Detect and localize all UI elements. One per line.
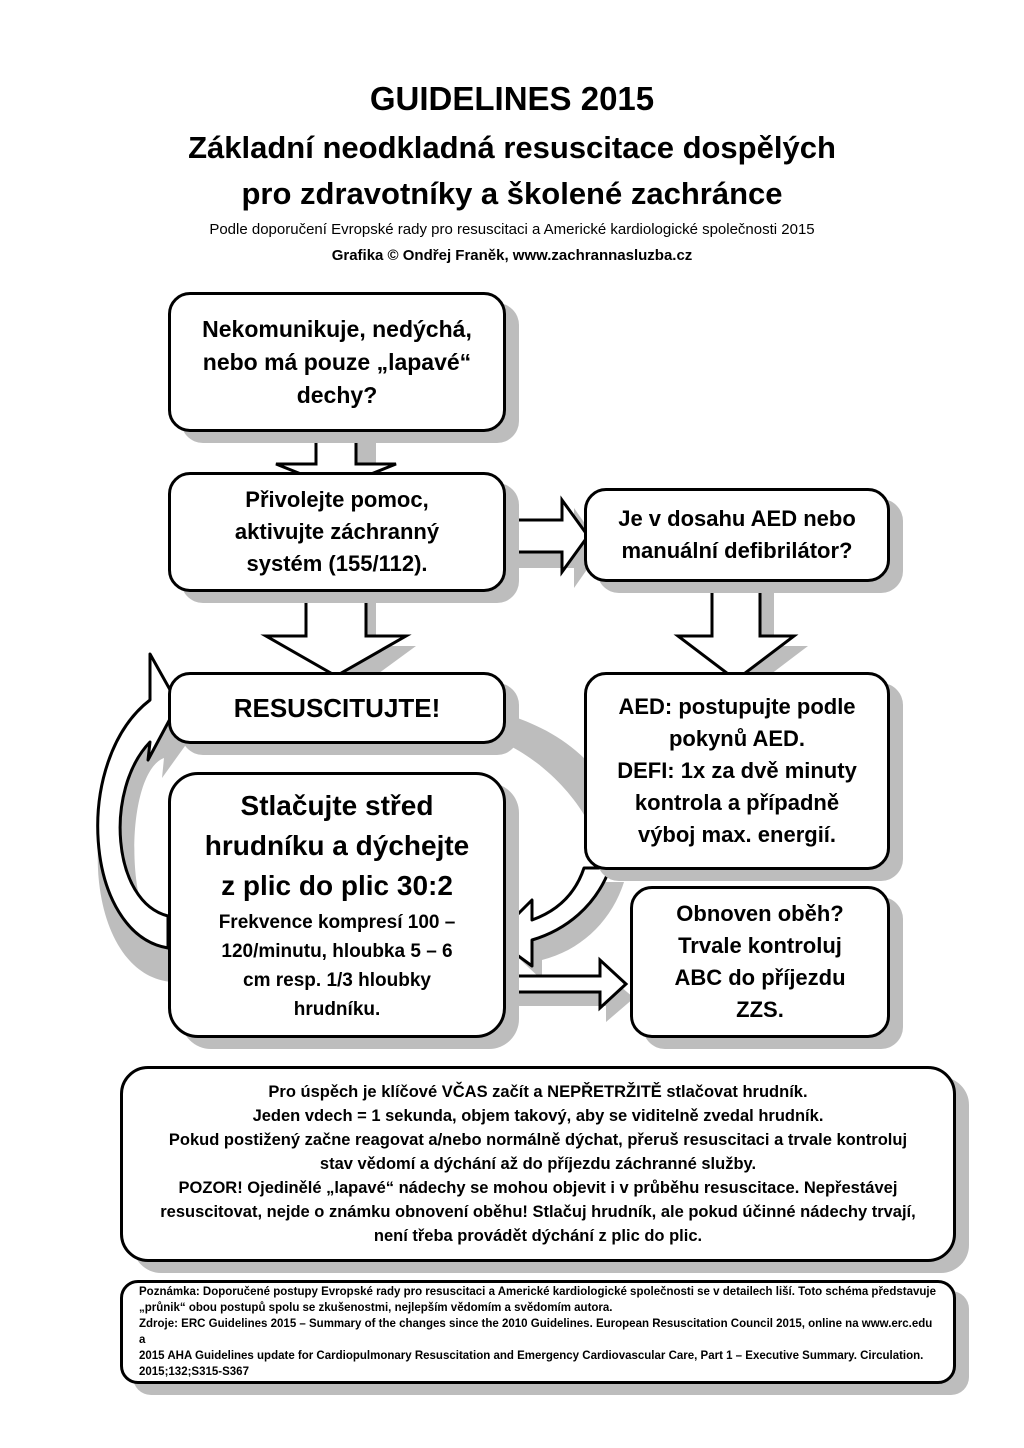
footnote-line: 2015;132;S315-S367 [139,1366,249,1378]
aed-instructions-line: DEFI: 1x za dvě minuty [617,758,857,783]
note-line: Pro úspěch je klíčové VČAS začít a NEPŘE… [268,1083,808,1101]
compressions-main-line: hrudníku a dýchejte [204,830,470,861]
restored-line: ZZS. [736,997,784,1022]
call-help-line: systém (155/112). [246,551,428,576]
note-line: není třeba provádět dýchání z plic do pl… [373,1227,703,1245]
arrow-help-to-resuscitate [260,590,416,690]
resuscitate-box: RESUSCITUJTE! [168,672,506,744]
question-line: nebo má pouze „lapavé“ [202,348,472,375]
resuscitate-label: RESUSCITUJTE! [233,692,441,723]
note-line: stav vědomí a dýchání až do příjezdu zác… [319,1155,757,1173]
loop-arrow-left [96,652,190,982]
note-line: Jeden vdech = 1 sekunda, objem takový, a… [252,1107,824,1125]
aed-instructions-line: pokynů AED. [668,726,806,751]
aed-instructions-line: kontrola a případně [634,790,840,815]
page-subtitle-line-2: pro zdravotníky a školené zachránce [241,176,783,211]
footnote-box: Poznámka: Doporučené postupy Evropské ra… [120,1280,956,1384]
footnote-line: Poznámka: Doporučené postupy Evropské ra… [139,1286,936,1298]
question-line: dechy? [296,381,378,408]
aed-instructions-box: AED: postupujte podle pokynů AED. DEFI: … [584,672,890,870]
restored-line: Obnoven oběh? [676,901,844,926]
page-subtitle-line-1: Základní neodkladná resuscitace dospělýc… [188,130,836,165]
compressions-detail-line: Frekvence kompresí 100 – [218,912,456,933]
arrow-aed-to-compress [492,866,624,980]
aed-instructions-line: AED: postupujte podle [618,694,856,719]
note-line: POZOR! Ojedinělé „lapavé“ nádechy se moh… [178,1179,898,1197]
arrow-aed-question-to-aed [673,580,808,690]
question-line: Nekomunikuje, nedýchá, [202,315,472,342]
aed-question-line: Je v dosahu AED nebo [618,506,856,531]
footnote-line: Zdroje: ERC Guidelines 2015 – Summary of… [139,1318,933,1346]
page-title: GUIDELINES 2015 [369,80,655,117]
circulation-restored-box: Obnoven oběh? Trvale kontroluj ABC do př… [630,886,890,1038]
arrow-compress-to-restored [504,956,634,1022]
call-help-line: aktivujte záchranný [234,519,440,544]
compressions-box: Stlačujte střed hrudníku a dýchejte z pl… [168,772,506,1038]
aed-question-box: Je v dosahu AED nebo manuální defibrilát… [584,488,890,582]
compressions-main-line: Stlačujte střed [240,790,434,821]
swoosh-resuscitate-to-aed [506,714,586,818]
compressions-main-line: z plic do plic 30:2 [221,870,453,901]
call-help-box: Přivolejte pomoc, aktivujte záchranný sy… [168,472,506,592]
footnote-line: „průnik“ obou postupů spolu se zkušenost… [139,1302,613,1314]
aed-question-line: manuální defibrilátor? [621,538,853,563]
compressions-detail-line: hrudníku. [293,999,381,1020]
question-box: Nekomunikuje, nedýchá, nebo má pouze „la… [168,292,506,432]
restored-line: ABC do příjezdu [674,965,846,990]
aed-instructions-line: výboj max. energií. [637,822,837,847]
call-help-line: Přivolejte pomoc, [245,487,429,512]
compressions-detail-line: 120/minutu, hloubka 5 – 6 [221,941,453,962]
note-line: Pokud postižený začne reagovat a/nebo no… [168,1131,908,1149]
key-notes-box: Pro úspěch je klíčové VČAS začít a NEPŘE… [120,1066,956,1262]
restored-line: Trvale kontroluj [678,933,842,958]
note-line: resuscitovat, nejde o známku obnovení ob… [160,1203,916,1221]
compressions-detail-line: cm resp. 1/3 hloubky [243,970,431,991]
footnote-line: 2015 AHA Guidelines update for Cardiopul… [139,1350,924,1362]
source-line: Podle doporučení Evropské rady pro resus… [209,221,815,238]
arrow-help-to-aed-question [504,495,602,588]
credit-line: Grafika © Ondřej Franěk, www.zachrannasl… [331,247,693,264]
